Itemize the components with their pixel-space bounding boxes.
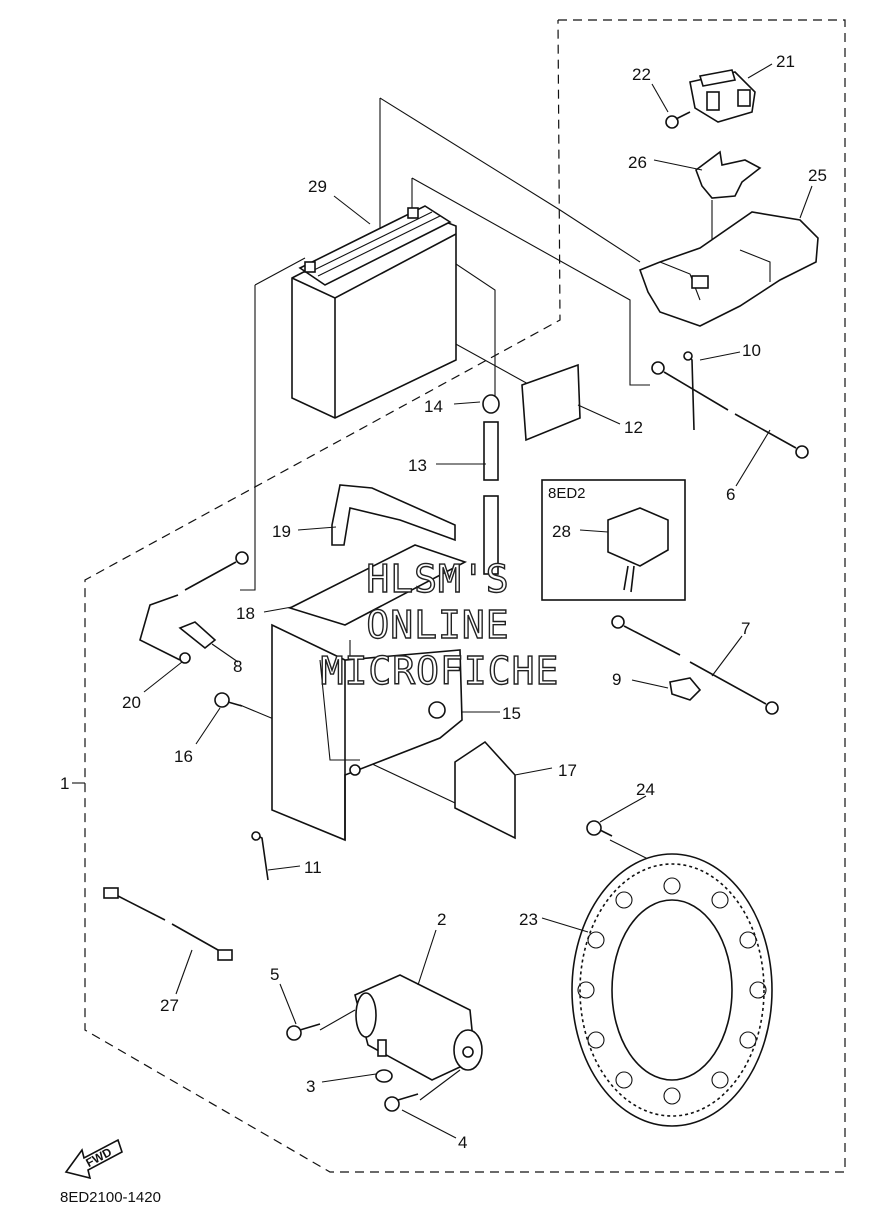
terminal-cover xyxy=(638,211,819,327)
callout-6: 6 xyxy=(726,485,735,504)
diagram-code: 8ED2100-1420 xyxy=(60,1189,161,1206)
callout-numbers: 1 2 3 4 5 6 7 8 9 10 11 12 13 14 15 16 1… xyxy=(60,52,827,1152)
starter-lead xyxy=(139,551,249,664)
callout-7: 7 xyxy=(741,619,750,638)
callout-1: 1 xyxy=(60,774,69,793)
relay-bolt xyxy=(665,111,691,129)
breather-cap xyxy=(482,394,500,414)
callout-11: 11 xyxy=(304,858,322,877)
callout-14: 14 xyxy=(424,397,443,416)
callout-5: 5 xyxy=(270,965,279,984)
small-band xyxy=(251,831,269,881)
callout-23: 23 xyxy=(519,910,538,929)
variant-code: 8ED2 xyxy=(548,485,586,502)
relay-bracket xyxy=(695,150,762,199)
fwd-arrow-icon: FWD xyxy=(64,1138,123,1180)
gear-holes xyxy=(577,877,767,1105)
cable-band xyxy=(683,351,695,431)
ring-gear xyxy=(571,853,773,1127)
callout-12: 12 xyxy=(624,418,643,437)
case-bolt xyxy=(214,692,243,708)
callout-27: 27 xyxy=(160,996,179,1015)
callout-13: 13 xyxy=(408,456,427,475)
callout-28: 28 xyxy=(552,522,571,541)
variant-box: 8ED2 xyxy=(541,479,686,601)
starter-motor xyxy=(354,974,483,1081)
watermark: HLSM'S ONLINE MICROFICHE xyxy=(320,556,560,693)
cable-clamp xyxy=(669,677,702,701)
battery-case xyxy=(271,623,463,842)
starter-nut xyxy=(375,1069,393,1083)
callout-15: 15 xyxy=(502,704,521,723)
battery-pad xyxy=(521,363,581,442)
callout-18: 18 xyxy=(236,604,255,623)
watermark-line-2: ONLINE xyxy=(366,603,509,647)
callout-22: 22 xyxy=(632,65,651,84)
tray-pad xyxy=(454,740,516,840)
callout-4: 4 xyxy=(458,1133,467,1152)
battery xyxy=(291,205,457,419)
starter-cable xyxy=(611,615,779,715)
watermark-line-1: HLSM'S xyxy=(366,557,509,601)
negative-lead xyxy=(651,361,809,459)
starter-relay xyxy=(689,69,756,123)
wire-harness-lead xyxy=(103,887,233,961)
callout-25: 25 xyxy=(808,166,827,185)
callout-24: 24 xyxy=(636,780,655,799)
callout-8: 8 xyxy=(233,657,242,676)
breather-hose xyxy=(483,421,499,575)
callout-9: 9 xyxy=(612,670,621,689)
battery-band xyxy=(331,484,456,546)
callout-20: 20 xyxy=(122,693,141,712)
callout-10: 10 xyxy=(742,341,761,360)
callout-16: 16 xyxy=(174,747,193,766)
leader-lines xyxy=(72,63,813,1139)
gear-bolt xyxy=(586,820,613,837)
battery-tray-sheet xyxy=(287,544,468,626)
callout-17: 17 xyxy=(558,761,577,780)
callout-3: 3 xyxy=(306,1077,315,1096)
starter-bolt-upper xyxy=(286,1023,321,1041)
callout-2: 2 xyxy=(437,910,446,929)
callout-29: 29 xyxy=(308,177,327,196)
watermark-line-3: MICROFICHE xyxy=(321,649,560,693)
variant-module xyxy=(607,507,669,593)
wire-clip xyxy=(178,621,217,650)
assembly-boundary xyxy=(84,19,846,1173)
callout-26: 26 xyxy=(628,153,647,172)
starter-bolt-lower xyxy=(384,1093,419,1112)
callout-19: 19 xyxy=(272,522,291,541)
callout-21: 21 xyxy=(776,52,795,71)
